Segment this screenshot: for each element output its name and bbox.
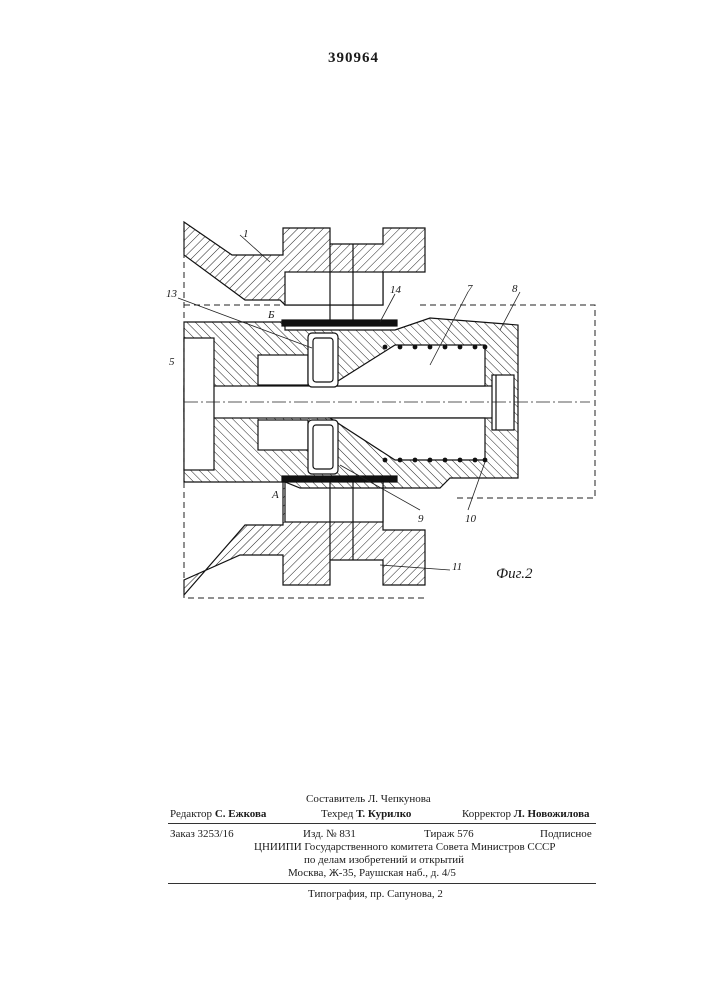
shaft-assembly (184, 318, 518, 488)
corrector-name: Л. Новожилова (514, 808, 590, 820)
editor-label: Редактор (170, 808, 212, 820)
order-number: Заказ 3253/16 (170, 828, 234, 841)
figure-caption: Фиг.2 (496, 566, 533, 582)
label-11: 11 (452, 561, 462, 573)
printer-line: Типография, пр. Сапунова, 2 (308, 888, 443, 901)
subscription: Подписное (540, 828, 592, 841)
label-13: 13 (166, 288, 178, 300)
techred-name: Т. Курилко (356, 808, 411, 820)
label-1: 1 (243, 228, 249, 240)
rule-bottom (168, 883, 596, 884)
housing-upper (184, 222, 425, 322)
corrector-line: Корректор Л. Новожилова (462, 808, 590, 821)
label-8: 8 (512, 283, 518, 295)
edition-number: Изд. № 831 (303, 828, 356, 841)
label-10: 10 (465, 513, 477, 525)
label-5: 5 (169, 356, 175, 368)
org-line-1: ЦНИИПИ Государственного комитета Совета … (254, 841, 556, 854)
org-line-3: Москва, Ж-35, Раушская наб., д. 4/5 (288, 867, 456, 880)
techred-label: Техред (321, 808, 353, 820)
techred-line: Техред Т. Курилко (321, 808, 411, 821)
org-line-2: по делам изобретений и открытий (304, 854, 464, 867)
editor-line: Редактор С. Ежкова (170, 808, 266, 821)
label-B: Б (267, 309, 275, 321)
label-7: 7 (467, 283, 473, 295)
circulation: Тираж 576 (424, 828, 474, 841)
label-A: А (271, 489, 279, 501)
label-14: 14 (390, 284, 402, 296)
corrector-label: Корректор (462, 808, 511, 820)
housing-lower (184, 478, 425, 595)
editor-name: С. Ежкова (215, 808, 267, 820)
rule-top (168, 823, 596, 824)
compiler-line: Составитель Л. Чепкунова (306, 793, 431, 806)
label-9: 9 (418, 513, 424, 525)
